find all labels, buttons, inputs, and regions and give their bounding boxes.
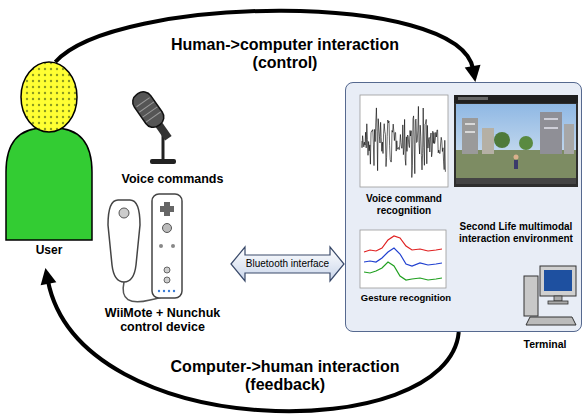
second-life-screenshot (456, 150, 576, 178)
gesture-plot (360, 230, 446, 288)
second-life-screenshot (454, 95, 578, 187)
wiimote-illustration (119, 208, 129, 218)
wiimote-illustration (163, 290, 165, 292)
edge-label: Computer->human interaction (feedback) (140, 358, 430, 394)
wiimote-illustration (173, 290, 175, 292)
terminal-icon (526, 317, 576, 325)
arrow-head (41, 268, 57, 285)
second-life-screenshot (544, 118, 558, 120)
wiimote-illustration (171, 244, 175, 248)
second-life-screenshot (458, 97, 488, 100)
recognition-module: Voice command recognition (358, 93, 450, 220)
user-icon (21, 62, 77, 132)
computer-panel: TerminalVoice command recognitionSecond … (345, 82, 582, 332)
second-life-screenshot (519, 136, 533, 150)
second-life-screenshot (514, 155, 519, 160)
controller-device: WiiMote + Nunchuk control device (95, 188, 230, 340)
microphone-icon (137, 98, 150, 107)
connector-line (48, 281, 459, 411)
second-life-screenshot (564, 124, 574, 154)
second-life-screenshot (456, 104, 576, 178)
recognition-module: Gesture recognition (358, 229, 454, 309)
waveform-plot (360, 95, 448, 187)
user-icon (6, 128, 92, 240)
bluetooth-arrow (231, 247, 344, 281)
second-life-screenshot (482, 128, 494, 154)
feedback-arc (41, 268, 459, 411)
second-life-screenshot (454, 95, 578, 187)
second-life-screenshot (462, 118, 478, 154)
terminal-icon (524, 276, 538, 316)
gesture-plot (364, 248, 442, 266)
second-life-screenshot (465, 131, 475, 133)
second-life-screenshot (454, 95, 578, 103)
control-arc (55, 11, 480, 82)
node-label: User (4, 244, 94, 258)
terminal-icon (554, 296, 562, 301)
voice-input: Voice commands (110, 92, 235, 191)
wiimote-illustration (164, 277, 170, 283)
wiimote-illustration (168, 290, 170, 292)
arrow-head (465, 65, 481, 82)
microphone-icon (129, 88, 176, 144)
wiimote-illustration (108, 200, 140, 282)
wiimote-illustration (163, 224, 172, 233)
second-life-screenshot (494, 132, 510, 148)
waveform-plot (360, 95, 448, 187)
second-life-screenshot (540, 112, 562, 154)
gesture-plot (364, 236, 442, 252)
second-life-screenshot (514, 160, 518, 169)
terminal-icon (544, 270, 572, 291)
microphone-icon (146, 112, 161, 122)
wiimote-illustration (159, 244, 163, 248)
wiimote-illustration (152, 194, 182, 298)
double-arrow (231, 247, 344, 281)
node-heading: Terminal (509, 338, 581, 350)
second-life-screenshot (465, 123, 475, 125)
panel-ground (345, 82, 582, 332)
second-life-screenshot (456, 178, 576, 184)
wiimote-illustration (160, 206, 174, 212)
wiimote-illustration (164, 267, 170, 273)
edge-label: Bluetooth interface (233, 258, 343, 270)
microphone-icon (150, 159, 176, 164)
gesture-plot (364, 262, 442, 280)
microphone-icon (129, 88, 176, 164)
virtual-world: Second Life multimodal interaction envir… (453, 93, 579, 251)
second-life-screenshot (544, 127, 558, 129)
node-label: Voice command recognition (358, 193, 450, 216)
wiimote-illustration (108, 194, 182, 302)
node-label: Voice commands (110, 172, 235, 186)
wiimote-illustration (158, 290, 160, 292)
user-figure: User (4, 62, 94, 268)
terminal-icon (540, 266, 576, 296)
node-label: Gesture recognition (358, 293, 454, 304)
edge-label: Human->computer interaction (control) (140, 36, 430, 72)
waveform-plot (362, 106, 445, 177)
microphone-icon (129, 88, 167, 131)
terminal-icon (548, 301, 568, 304)
user-icon (6, 62, 92, 240)
terminal-icon (524, 266, 576, 325)
gesture-plot (360, 230, 446, 288)
node-label: WiiMote + Nunchuk control device (95, 306, 230, 335)
node-label: Second Life multimodal interaction envir… (453, 221, 579, 244)
